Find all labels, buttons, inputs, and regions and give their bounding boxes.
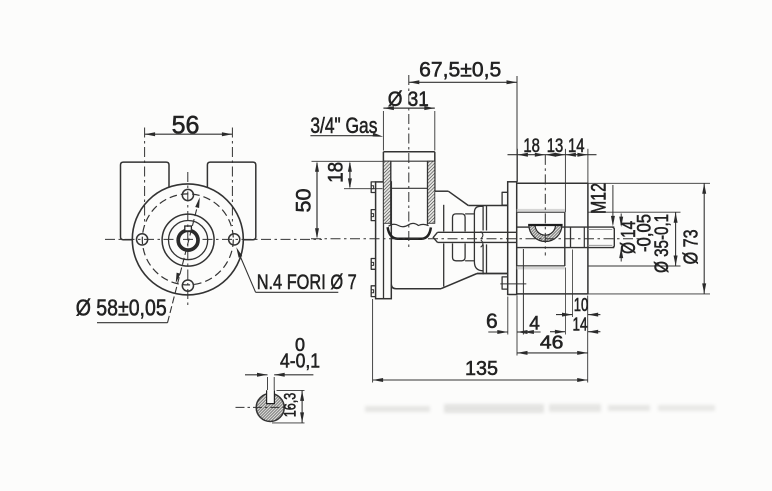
svg-text:46: 46 (540, 331, 564, 352)
svg-text:14: 14 (568, 136, 585, 157)
svg-text:Ø 73: Ø 73 (681, 229, 703, 264)
svg-text:10: 10 (574, 295, 589, 315)
svg-text:3/4" Gas: 3/4" Gas (310, 113, 377, 138)
svg-text:Ø 14: Ø 14 (618, 221, 640, 254)
svg-text:135: 135 (465, 358, 498, 380)
svg-text:67,5±0,5: 67,5±0,5 (419, 59, 501, 82)
svg-text:50: 50 (293, 189, 316, 213)
svg-text:16,3: 16,3 (281, 393, 300, 418)
svg-text:4: 4 (529, 313, 540, 334)
svg-text:18: 18 (325, 162, 348, 183)
svg-text:M12: M12 (588, 183, 611, 214)
svg-text:Ø 35-0,1: Ø 35-0,1 (652, 214, 673, 273)
svg-text:13: 13 (547, 136, 564, 157)
svg-text:4-0,1: 4-0,1 (280, 351, 320, 373)
svg-text:Ø 58±0,05: Ø 58±0,05 (76, 295, 167, 321)
svg-text:Ø 31: Ø 31 (388, 88, 429, 111)
svg-text:14: 14 (573, 315, 588, 335)
svg-text:6: 6 (486, 310, 498, 333)
svg-text:18: 18 (523, 136, 540, 157)
svg-text:N.4 FORI Ø 7: N.4 FORI Ø 7 (257, 270, 357, 294)
svg-text:-0,05: -0,05 (635, 214, 656, 252)
svg-text:0: 0 (295, 335, 305, 355)
svg-text:56: 56 (172, 112, 200, 140)
